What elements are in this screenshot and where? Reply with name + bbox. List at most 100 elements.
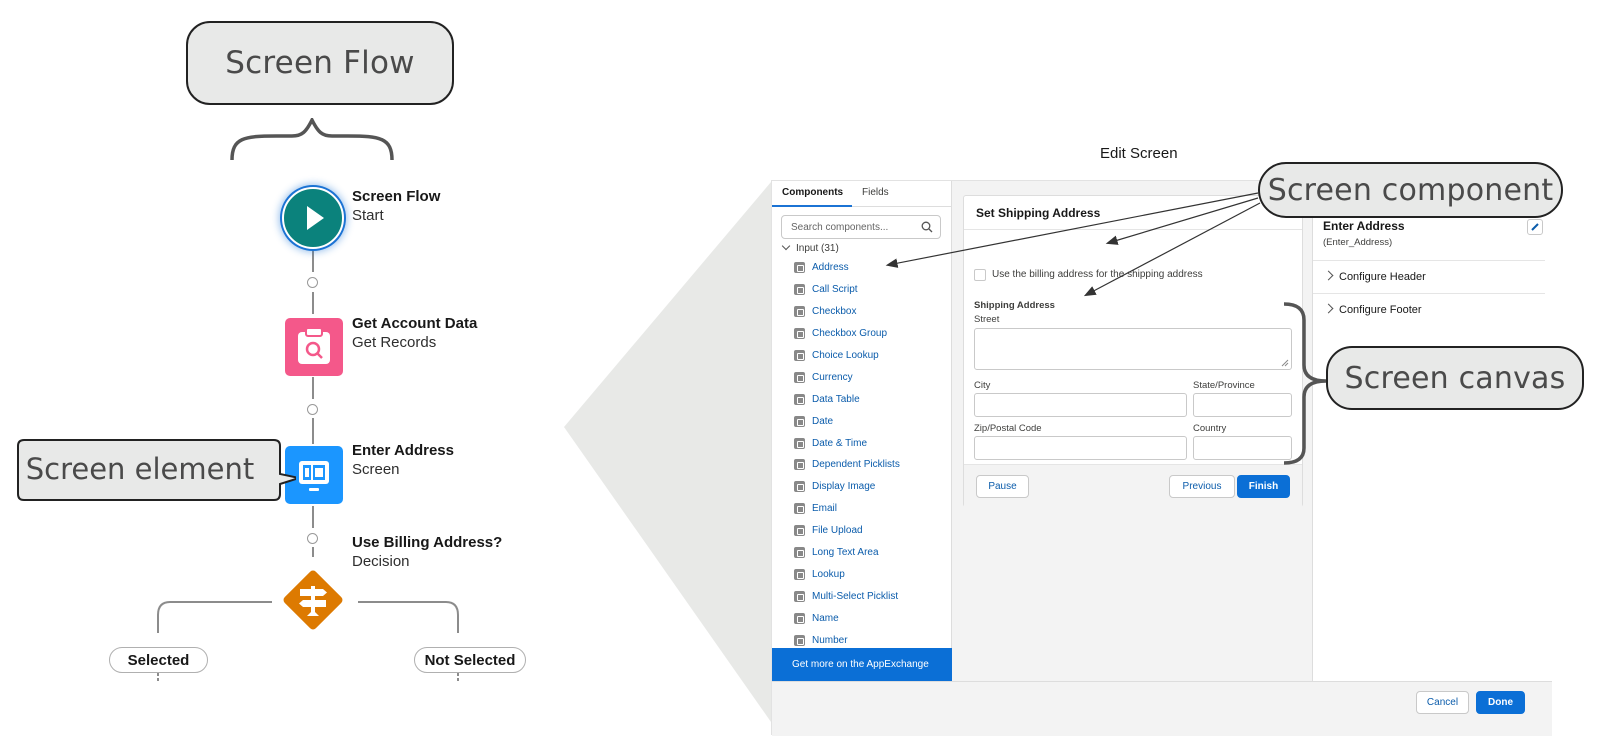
section-label: Configure Footer [1339, 304, 1422, 316]
number-icon [794, 634, 805, 646]
zip-label: Zip/Postal Code [974, 423, 1042, 434]
pencil-icon [1531, 223, 1539, 231]
component-lookup[interactable]: Lookup [794, 563, 950, 585]
component-label: Number [812, 634, 848, 646]
component-label: Email [812, 503, 838, 515]
tab-fields[interactable]: Fields [862, 187, 889, 198]
resize-handle-icon[interactable] [1281, 359, 1289, 367]
screen-header: Set Shipping Address [964, 196, 1302, 230]
component-checkbox[interactable]: Checkbox [794, 301, 950, 323]
component-email[interactable]: Email [794, 498, 950, 520]
component-choice-lookup[interactable]: Choice Lookup [794, 345, 950, 367]
component-data-table[interactable]: Data Table [794, 388, 950, 410]
component-list: Address Call Script Checkbox Checkbox Gr… [794, 257, 950, 647]
state-label: State/Province [1193, 380, 1255, 391]
pause-button[interactable]: Pause [976, 475, 1029, 498]
lightning-icon [794, 525, 805, 537]
clipboard-search-icon [298, 327, 330, 364]
start-node[interactable] [282, 187, 344, 249]
palette-tabs: Components Fields [772, 181, 952, 207]
add-element-dot[interactable] [307, 277, 318, 288]
screen-icon [299, 461, 329, 491]
component-address[interactable]: Address [794, 257, 950, 279]
component-call-script[interactable]: Call Script [794, 279, 950, 301]
component-display-image[interactable]: Display Image [794, 476, 950, 498]
callout-text: Screen Flow [225, 45, 415, 81]
connector-line [312, 506, 314, 528]
component-currency[interactable]: Currency [794, 366, 950, 388]
appexchange-label: Get more on the AppExchange [792, 659, 929, 670]
configure-footer-section[interactable]: Configure Footer [1313, 293, 1545, 326]
component-label: Lookup [812, 568, 845, 580]
city-input[interactable] [974, 393, 1187, 417]
cancel-button[interactable]: Cancel [1416, 691, 1469, 714]
callout-screen-element: Screen element [18, 440, 262, 498]
get-records-node-label: Get Account Data Get Records [352, 314, 477, 352]
component-palette: Components Fields Search components... I… [772, 181, 952, 681]
active-tab-indicator [772, 205, 852, 207]
add-element-dot[interactable] [307, 404, 318, 415]
component-name[interactable]: Name [794, 607, 950, 629]
location-pin-icon [794, 262, 805, 274]
country-input[interactable] [1193, 436, 1292, 460]
component-label: Long Text Area [812, 547, 879, 559]
add-element-dot[interactable] [307, 533, 318, 544]
callout-screen-canvas: Screen canvas [1326, 346, 1584, 410]
component-label: Choice Lookup [812, 350, 879, 361]
textarea-icon [794, 547, 805, 559]
street-textarea[interactable] [974, 328, 1292, 370]
zip-input[interactable] [974, 436, 1187, 460]
search-placeholder: Search components... [791, 222, 889, 233]
image-icon [794, 481, 805, 493]
screen-footer: Pause Previous Finish [964, 464, 1302, 508]
signpost-icon [299, 586, 327, 616]
billing-checkbox-label: Use the billing address for the shipping… [992, 269, 1203, 280]
done-button[interactable]: Done [1476, 691, 1525, 714]
component-label: Data Table [812, 393, 860, 405]
component-checkbox-group[interactable]: Checkbox Group [794, 323, 950, 345]
screen-node-label: Enter Address Screen [352, 441, 454, 479]
component-label: Call Script [812, 284, 858, 296]
search-components-input[interactable]: Search components... [781, 215, 941, 239]
node-type: Screen [352, 461, 400, 478]
calendar-icon [794, 415, 805, 427]
callout-screen-element-shape [17, 439, 296, 501]
currency-icon [794, 371, 805, 383]
billing-checkbox[interactable] [974, 269, 986, 281]
screen-canvas: Set Shipping Address Use the billing add… [963, 195, 1303, 508]
finish-button[interactable]: Finish [1237, 475, 1290, 498]
decision-node[interactable] [275, 562, 351, 638]
branch-not-selected[interactable]: Not Selected [414, 647, 526, 673]
input-group-toggle[interactable]: Input (31) [781, 241, 839, 254]
previous-button[interactable]: Previous [1169, 475, 1235, 498]
city-label: City [974, 380, 991, 391]
get-records-node[interactable] [285, 318, 343, 376]
branch-selected[interactable]: Selected [109, 647, 208, 673]
properties-panel: Enter Address (Enter_Address) Configure … [1312, 181, 1551, 681]
node-type: Start [352, 207, 384, 224]
component-date[interactable]: Date [794, 410, 950, 432]
node-title: Screen Flow [352, 188, 441, 205]
screen-node[interactable] [285, 446, 343, 504]
edit-button[interactable] [1527, 219, 1543, 235]
configure-header-section[interactable]: Configure Header [1313, 260, 1545, 293]
edit-screen-modal: Components Fields Search components... I… [771, 180, 1552, 736]
decision-branches [157, 601, 459, 683]
component-long-text-area[interactable]: Long Text Area [794, 542, 950, 564]
state-input[interactable] [1193, 393, 1292, 417]
component-label: Date [812, 415, 834, 427]
callout-text: Screen canvas [1344, 360, 1566, 396]
connector-line [312, 418, 314, 444]
node-type: Get Records [352, 334, 437, 351]
zoom-wedge [564, 182, 771, 722]
component-file-upload[interactable]: File Upload [794, 520, 950, 542]
component-date-time[interactable]: Date & Time [794, 432, 950, 454]
lightning-icon [794, 284, 805, 296]
component-number[interactable]: Number [794, 629, 950, 647]
component-multi-select-picklist[interactable]: Multi-Select Picklist [794, 585, 950, 607]
component-dependent-picklists[interactable]: Dependent Picklists [794, 454, 950, 476]
callout-screen-component: Screen component [1258, 162, 1563, 218]
tab-components[interactable]: Components [782, 187, 844, 198]
name-card-icon [794, 612, 805, 624]
appexchange-link[interactable]: Get more on the AppExchange [772, 648, 952, 681]
